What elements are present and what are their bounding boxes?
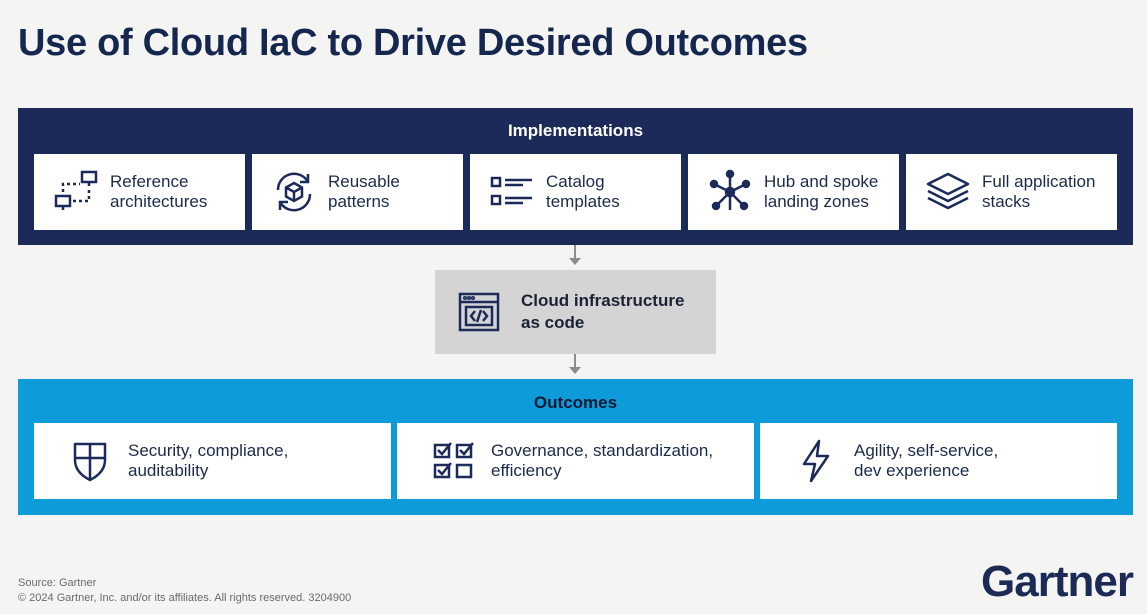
copyright-text: © 2024 Gartner, Inc. and/or its affiliat… xyxy=(18,592,352,604)
impl-label-line1: Reusable xyxy=(328,172,400,191)
source-text: Source: Gartner xyxy=(18,577,97,589)
iac-label-line2: as code xyxy=(521,313,585,332)
impl-label-line2: landing zones xyxy=(764,192,869,211)
impl-label-line2: stacks xyxy=(982,192,1031,211)
shield-icon xyxy=(68,437,112,485)
impl-label-line2: templates xyxy=(546,192,620,211)
impl-label-line2: patterns xyxy=(328,192,390,211)
outcome-label-line1: Governance, standardization, xyxy=(491,441,714,460)
impl-card-catalog-templates: Catalog templates xyxy=(470,154,681,230)
outcome-label-line2: efficiency xyxy=(491,461,562,480)
recycle-cube-icon xyxy=(266,167,322,217)
lightning-icon xyxy=(794,437,838,485)
impl-label-line1: Hub and spoke xyxy=(764,172,879,191)
gartner-logo: Gartner xyxy=(981,557,1134,606)
arrow-connector xyxy=(574,354,576,367)
impl-card-reference-architectures: Reference architectures xyxy=(34,154,245,230)
outcome-card-agility: Agility, self-service, dev experience xyxy=(760,423,1117,499)
outcomes-heading: Outcomes xyxy=(533,393,618,412)
implementations-heading: Implementations xyxy=(507,121,644,140)
iac-box: Cloud infrastructure as code xyxy=(435,270,716,354)
checkbox-grid-icon xyxy=(431,437,475,485)
impl-label-line1: Reference xyxy=(110,172,189,191)
impl-label-line2: architectures xyxy=(110,192,208,211)
outcome-label-line2: auditability xyxy=(128,461,209,480)
checklist-icon xyxy=(484,167,540,217)
page-title: Use of Cloud IaC to Drive Desired Outcom… xyxy=(18,22,808,64)
implementations-band: Implementations Reference architectures xyxy=(18,108,1133,245)
outcomes-band: Outcomes Security, compliance, auditabil… xyxy=(18,379,1133,515)
arrow-connector xyxy=(574,245,576,258)
outcome-label-line2: dev experience xyxy=(854,461,970,480)
impl-card-hub-spoke: Hub and spoke landing zones xyxy=(688,154,899,230)
outcome-card-governance: Governance, standardization, efficiency xyxy=(397,423,754,499)
impl-label-line1: Catalog xyxy=(546,172,605,191)
layers-icon xyxy=(920,167,976,217)
source-note: Source: Gartner © 2024 Gartner, Inc. and… xyxy=(18,576,351,606)
hub-spoke-icon xyxy=(702,167,758,217)
arrow-down-icon xyxy=(569,367,581,374)
impl-card-reusable-patterns: Reusable patterns xyxy=(252,154,463,230)
outcome-label-line1: Security, compliance, xyxy=(128,441,289,460)
impl-card-full-app-stacks: Full application stacks xyxy=(906,154,1117,230)
impl-label-line1: Full application xyxy=(982,172,1096,191)
outcome-card-security: Security, compliance, auditability xyxy=(34,423,391,499)
iac-label-line1: Cloud infrastructure xyxy=(521,291,685,310)
network-diagram-icon xyxy=(48,167,104,217)
arrow-down-icon xyxy=(569,258,581,265)
outcome-label-line1: Agility, self-service, xyxy=(854,441,999,460)
code-window-icon xyxy=(455,288,503,336)
